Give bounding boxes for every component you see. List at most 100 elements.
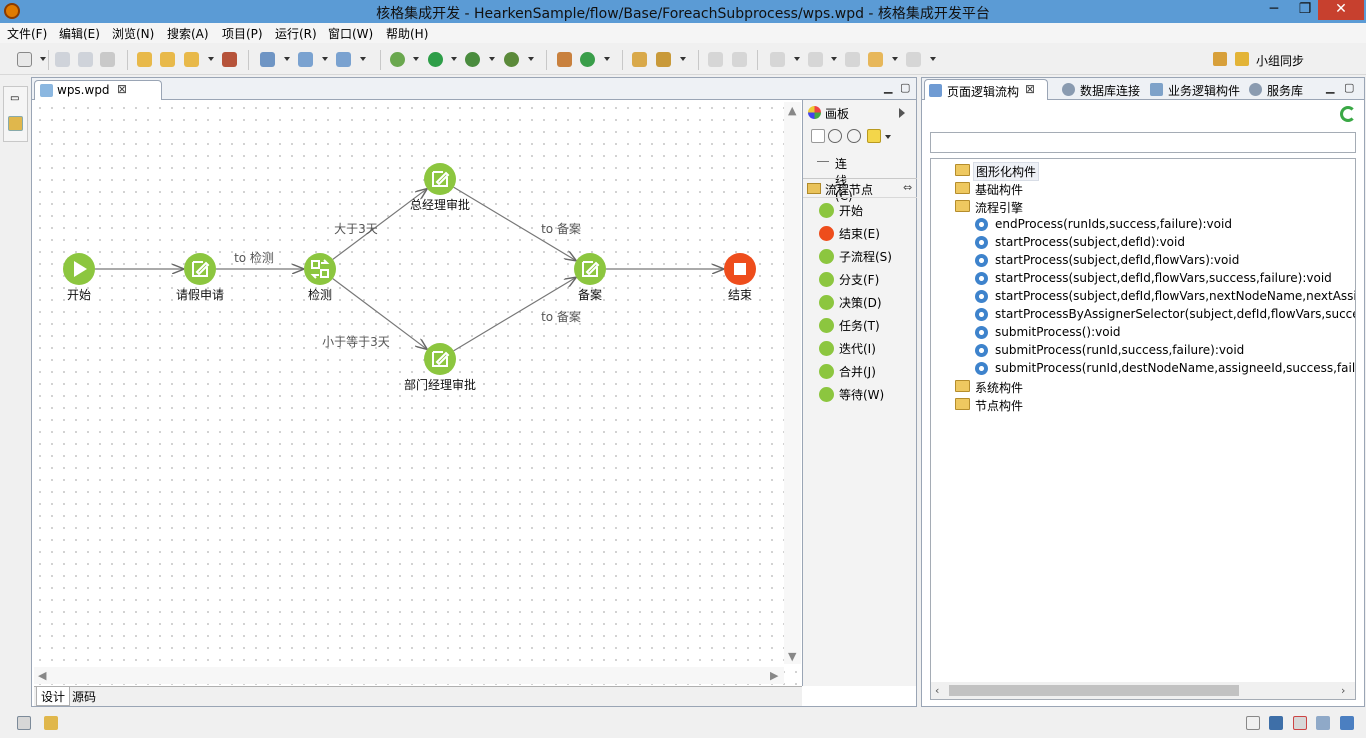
structure-icon[interactable] xyxy=(298,52,313,67)
save-icon[interactable] xyxy=(55,52,70,67)
palette-item-decision[interactable]: 决策(D) xyxy=(819,292,915,312)
dropdown-arrow-icon[interactable] xyxy=(604,57,610,61)
menu-navigate[interactable]: 浏览(N) xyxy=(112,27,155,41)
dropdown-arrow-icon[interactable] xyxy=(208,57,214,61)
dropdown-arrow-icon[interactable] xyxy=(680,57,686,61)
dropdown-arrow-icon[interactable] xyxy=(360,57,366,61)
folder-gear-icon[interactable] xyxy=(184,52,199,67)
note-icon[interactable] xyxy=(867,129,881,143)
flow-node-start[interactable]: 开始 xyxy=(63,253,95,302)
dropdown-arrow-icon[interactable] xyxy=(489,57,495,61)
maximize-button[interactable]: ❐ xyxy=(1298,1,1312,17)
dropdown-arrow-icon[interactable] xyxy=(284,57,290,61)
maximize-panel-icon[interactable]: ▢ xyxy=(1344,81,1355,94)
editor-tab-wps[interactable]: wps.wpd ⊠ xyxy=(34,80,162,100)
run-icon[interactable] xyxy=(428,52,443,67)
palette-item-end[interactable]: 结束(E) xyxy=(819,223,915,243)
flow-node-gm[interactable]: 总经理审批 xyxy=(410,163,470,212)
last-edit-icon[interactable] xyxy=(845,52,860,67)
menu-file[interactable]: 文件(F) xyxy=(7,27,48,41)
palette-item-iteration[interactable]: 迭代(I) xyxy=(819,338,915,358)
scroll-down-icon[interactable]: ▼ xyxy=(788,650,797,663)
scroll-right-icon[interactable]: ▶ xyxy=(770,669,779,682)
new-icon[interactable] xyxy=(17,52,32,67)
print-icon[interactable] xyxy=(100,52,115,67)
scroll-left-icon[interactable]: ‹ xyxy=(935,684,940,697)
select-pointer-icon[interactable] xyxy=(811,129,825,143)
tab-database-connection[interactable]: 数据库连接 xyxy=(1058,79,1146,100)
back-arrow-icon[interactable] xyxy=(868,52,883,67)
network-icon[interactable] xyxy=(260,52,275,67)
open-type-icon[interactable] xyxy=(632,52,647,67)
open-perspective-icon[interactable] xyxy=(1213,52,1227,66)
tab-business-logic[interactable]: 业务逻辑构件 xyxy=(1146,79,1244,100)
outline-icon[interactable] xyxy=(1340,716,1354,730)
flow-edge-check-gm[interactable] xyxy=(332,189,427,260)
close-tab-icon[interactable]: ⊠ xyxy=(1025,82,1036,96)
forward-arrow-icon[interactable] xyxy=(906,52,921,67)
tab-design[interactable]: 设计 xyxy=(36,687,71,706)
dropdown-arrow-icon[interactable] xyxy=(528,57,534,61)
navigator-view-icon[interactable] xyxy=(8,116,23,131)
palette-item-wait[interactable]: 等待(W) xyxy=(819,384,915,404)
flow-node-check[interactable]: 检测 xyxy=(304,253,336,302)
dropdown-arrow-icon[interactable] xyxy=(322,57,328,61)
palette-drawer-flow-nodes[interactable]: 流程节点 ⇔ xyxy=(803,178,917,198)
tab-source[interactable]: 源码 xyxy=(72,690,97,704)
flow-node-leave[interactable]: 请假申请 xyxy=(176,253,224,302)
tree-horizontal-scrollbar[interactable]: ‹ › xyxy=(931,682,1355,699)
minimize-panel-icon[interactable]: ▁ xyxy=(1326,81,1335,94)
flow-diagram[interactable]: to 检测大于3天小于等于3天to 备案to 备案 开始请假申请检测总经理审批部… xyxy=(34,102,784,662)
open-folder-icon[interactable] xyxy=(137,52,152,67)
zoom-out-icon[interactable] xyxy=(847,129,861,143)
properties-icon[interactable] xyxy=(1316,716,1330,730)
flow-edge-check-dept[interactable] xyxy=(332,278,427,349)
dropdown-arrow-icon[interactable] xyxy=(892,57,898,61)
package-icon[interactable] xyxy=(222,52,237,67)
menu-run[interactable]: 运行(R) xyxy=(275,27,317,41)
prev-annotation-icon[interactable] xyxy=(808,52,823,67)
drawer-pin-icon[interactable]: ⇔ xyxy=(903,181,913,194)
new-fast-view-icon[interactable] xyxy=(17,716,31,730)
palette-collapse-icon[interactable] xyxy=(899,108,905,118)
palette-item-join[interactable]: 合并(J) xyxy=(819,361,915,381)
palette-item-subprocess[interactable]: 子流程(S) xyxy=(819,246,915,266)
external-tools-icon[interactable] xyxy=(504,52,519,67)
minimize-button[interactable]: ─ xyxy=(1269,1,1279,17)
console-icon[interactable] xyxy=(1269,716,1283,730)
dropdown-arrow-icon[interactable] xyxy=(451,57,457,61)
folder-plus-icon[interactable] xyxy=(160,52,175,67)
scroll-up-icon[interactable]: ▲ xyxy=(788,104,797,117)
canvas-horizontal-scrollbar[interactable]: ◀ ▶ xyxy=(34,667,784,684)
scroll-right-icon[interactable]: › xyxy=(1341,684,1346,697)
debug-bug-icon[interactable] xyxy=(390,52,405,67)
palette-item-fork[interactable]: 分支(F) xyxy=(819,269,915,289)
save-all-icon[interactable] xyxy=(78,52,93,67)
dropdown-arrow-icon[interactable] xyxy=(831,57,837,61)
restore-icon[interactable]: ▭ xyxy=(10,93,20,104)
next-annotation-icon[interactable] xyxy=(770,52,785,67)
dropdown-arrow-icon[interactable] xyxy=(930,57,936,61)
search-wand-icon[interactable] xyxy=(656,52,671,67)
close-window-button[interactable]: ✕ xyxy=(1318,0,1364,20)
problems-icon[interactable] xyxy=(1293,716,1307,730)
new-class-icon[interactable] xyxy=(557,52,572,67)
tab-page-logic-flow[interactable]: 页面逻辑流构 ⊠ xyxy=(924,79,1048,100)
flow-node-archive[interactable]: 备案 xyxy=(574,253,606,302)
refresh-project-icon[interactable] xyxy=(580,52,595,67)
flow-node-dept[interactable]: 部门经理审批 xyxy=(404,343,476,392)
dropdown-arrow-icon[interactable] xyxy=(794,57,800,61)
flow-node-circle[interactable] xyxy=(304,253,336,285)
scroll-left-icon[interactable]: ◀ xyxy=(38,669,47,682)
restore-icon[interactable] xyxy=(1246,716,1260,730)
refresh-icon[interactable] xyxy=(1340,106,1356,122)
flow-edge-dept-archive[interactable] xyxy=(453,278,576,352)
maximize-editor-icon[interactable]: ▢ xyxy=(900,81,911,94)
component-tree[interactable]: 图形化构件 基础构件 流程引擎 endProcess(runIds,succes… xyxy=(930,158,1356,700)
scrollbar-thumb[interactable] xyxy=(949,685,1239,696)
menu-project[interactable]: 项目(P) xyxy=(222,27,263,41)
close-tab-icon[interactable]: ⊠ xyxy=(117,82,128,96)
flow-edge-gm-archive[interactable] xyxy=(453,186,576,260)
canvas-vertical-scrollbar[interactable]: ▲ ▼ xyxy=(784,102,801,664)
